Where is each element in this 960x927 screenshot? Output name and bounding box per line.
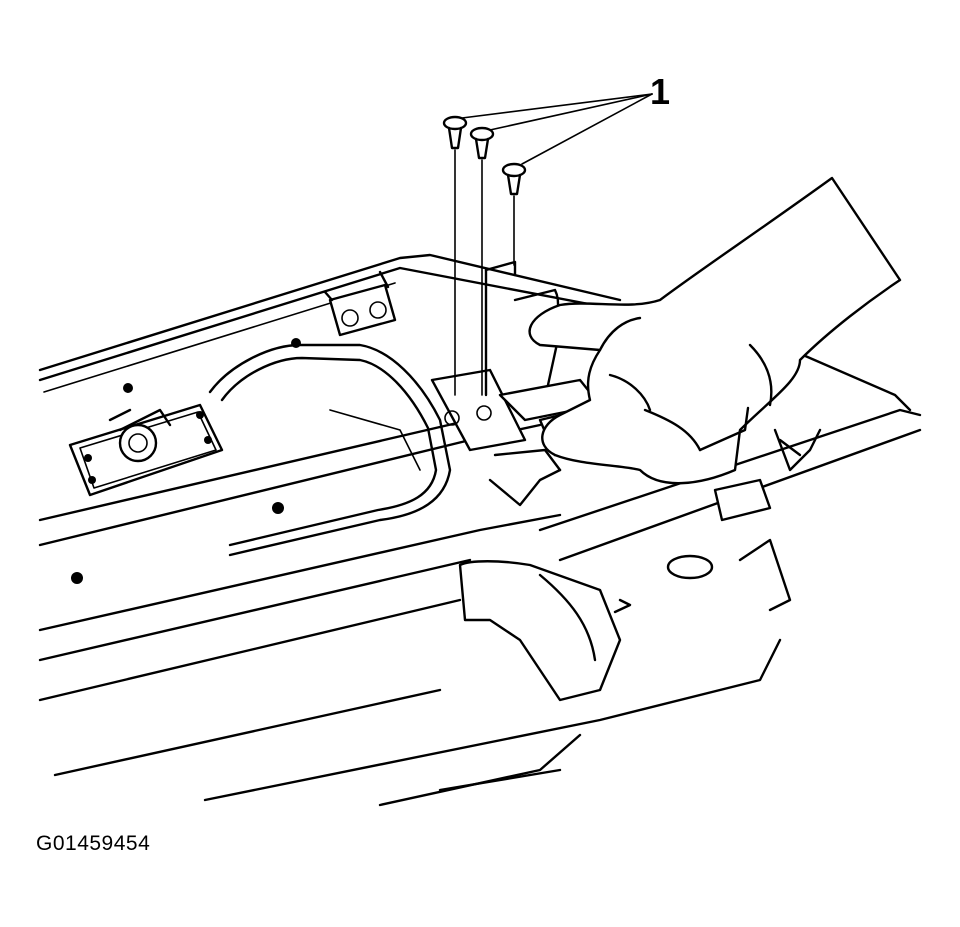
panel-holes bbox=[71, 338, 301, 584]
screw-3 bbox=[501, 162, 527, 266]
screw-2 bbox=[469, 126, 495, 396]
screw-1 bbox=[442, 115, 468, 396]
hinge-bracket bbox=[323, 270, 397, 337]
technician-hand bbox=[528, 176, 902, 485]
recess-channel bbox=[208, 343, 452, 557]
lock-cylinder-assembly bbox=[68, 403, 224, 497]
rear-frame bbox=[458, 428, 822, 702]
callout-leaders bbox=[461, 93, 653, 165]
figure-id: G01459454 bbox=[36, 832, 151, 855]
callout-number-1: 1 bbox=[650, 71, 671, 112]
